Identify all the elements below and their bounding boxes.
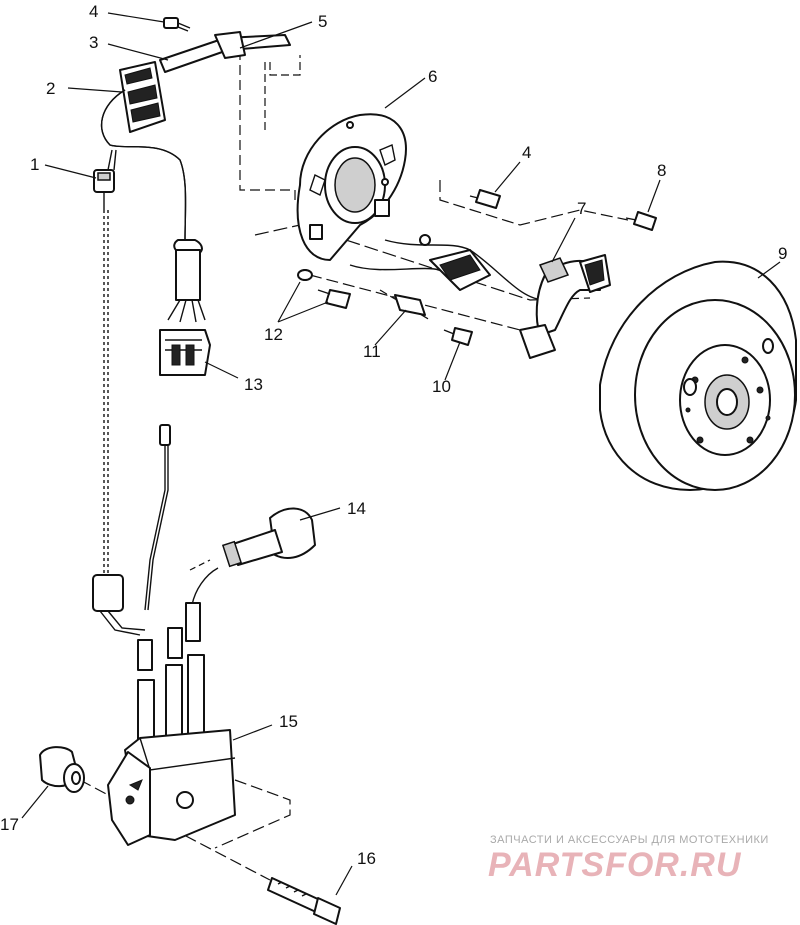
callout-14: 14 bbox=[347, 499, 366, 518]
callout-6: 6 bbox=[428, 67, 437, 86]
callout-9: 9 bbox=[778, 244, 787, 263]
watermark-brand: PARTSFOR.RU bbox=[488, 846, 742, 884]
stator-plate-part bbox=[296, 113, 407, 261]
callout-labels: 4 5 3 2 6 4 1 8 7 9 12 11 10 13 14 15 17… bbox=[0, 2, 787, 868]
bolt-16-part bbox=[267, 877, 341, 925]
ignition-coil-part bbox=[107, 654, 236, 846]
callout-5: 5 bbox=[318, 12, 327, 31]
callout-4-top: 4 bbox=[89, 2, 98, 21]
spark-plug-cap-part bbox=[185, 507, 316, 642]
callout-2: 2 bbox=[46, 79, 55, 98]
callout-8: 8 bbox=[657, 161, 666, 180]
callout-7: 7 bbox=[577, 199, 586, 218]
callout-12: 12 bbox=[264, 325, 283, 344]
screw-4-top bbox=[163, 17, 191, 32]
callout-16: 16 bbox=[357, 849, 376, 868]
callout-15: 15 bbox=[279, 712, 298, 731]
watermark: ЗАПЧАСТИ И АКСЕССУАРЫ ДЛЯ МОТОТЕХНИКИ PA… bbox=[488, 834, 769, 884]
callout-4-mid: 4 bbox=[522, 143, 531, 162]
leader-lines bbox=[21, 12, 781, 896]
charge-coil-part bbox=[519, 254, 611, 359]
wire-harness-part bbox=[93, 89, 211, 575]
flywheel-part bbox=[599, 260, 797, 491]
watermark-tagline: ЗАПЧАСТИ И АКСЕССУАРЫ ДЛЯ МОТОТЕХНИКИ bbox=[490, 834, 769, 846]
screw-8 bbox=[625, 211, 657, 231]
callout-17: 17 bbox=[0, 815, 19, 834]
callout-11: 11 bbox=[363, 342, 381, 361]
callout-3: 3 bbox=[89, 33, 98, 52]
screw-10 bbox=[443, 327, 473, 346]
screw-4-mid bbox=[469, 189, 501, 209]
damper-part bbox=[39, 746, 85, 793]
connector-lead-part bbox=[92, 424, 183, 671]
screw-12 bbox=[297, 269, 351, 309]
voltage-regulator-part bbox=[119, 31, 291, 133]
callout-1: 1 bbox=[30, 155, 39, 174]
callout-10: 10 bbox=[432, 377, 451, 396]
callout-13: 13 bbox=[244, 375, 263, 394]
